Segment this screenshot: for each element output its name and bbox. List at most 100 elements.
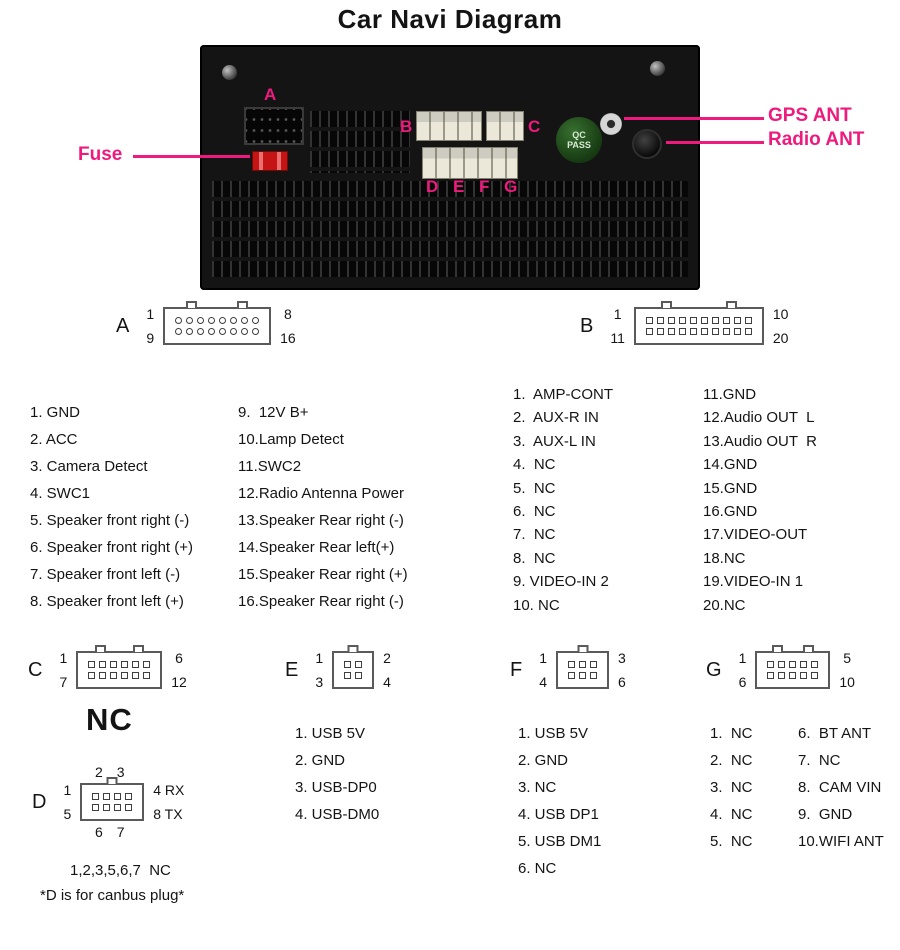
connector-d-diagram <box>80 777 145 821</box>
pin-number: 10 <box>839 674 855 690</box>
pin-hole <box>744 328 752 335</box>
marker-b: B <box>400 117 413 136</box>
connector-tab <box>185 301 197 308</box>
pin-hole <box>590 672 598 679</box>
pin-hole <box>789 672 797 679</box>
pin-hole <box>92 793 100 800</box>
pin-entry: 5. USB DM1 <box>518 833 602 850</box>
pin-hole <box>778 661 786 668</box>
connector-g-section: G 1 6 5 10 <box>706 645 855 690</box>
pin-entry: 5. Speaker front right (-) <box>30 512 190 529</box>
pin-number: 1 <box>146 306 155 322</box>
pin-hole <box>733 317 741 324</box>
pin-entry: 8. Speaker front left (+) <box>30 593 184 610</box>
pin-entry: 6. NC <box>518 860 557 877</box>
pin-entry: 1. NC <box>710 725 753 742</box>
pin-entry: 12.Radio Antenna Power <box>238 485 404 502</box>
connector-tab <box>132 645 144 652</box>
connector-e-section: E 1 3 2 4 <box>285 645 391 690</box>
pin-hole <box>579 672 587 679</box>
pin-entry: 7. Speaker front left (-) <box>30 566 181 583</box>
pin-hole <box>568 672 576 679</box>
pin-entry: 5. NC <box>710 833 753 850</box>
pin-hole <box>186 328 194 335</box>
pin-hole <box>711 328 719 335</box>
connector-a-section: A 1 9 8 16 <box>116 301 296 346</box>
pin-number: 1 <box>738 650 747 666</box>
connector-b-pin-grid <box>645 317 752 335</box>
pin-number: 5 <box>843 650 852 666</box>
pin-number: 12 <box>171 674 187 690</box>
pin-hole <box>656 317 664 324</box>
connector-g-right-pin-numbers: 5 10 <box>839 650 855 690</box>
gps-ant-callout-line <box>624 117 764 120</box>
pin-number: 6 <box>618 674 626 690</box>
connector-g-letter: G <box>706 658 722 681</box>
connector-tab <box>661 301 673 308</box>
connector-d-canbus-note: *D is for canbus plug* <box>40 887 185 904</box>
pin-hole <box>744 317 752 324</box>
pin-entry: 19.VIDEO-IN 1 <box>703 573 804 591</box>
connector-c-right-pin-numbers: 6 12 <box>171 650 187 690</box>
screw-icon <box>222 65 237 80</box>
connector-tab <box>106 777 118 784</box>
qc-sticker-text: QC <box>572 129 586 140</box>
pin-entry: 11.GND <box>703 386 757 403</box>
pin-number: 1 <box>539 650 548 666</box>
radio-ant-callout-line <box>666 141 764 144</box>
radio-antenna-connector <box>632 129 662 159</box>
pin-number: 4 RX <box>153 782 185 798</box>
connector-a-left-pin-numbers: 1 9 <box>146 306 154 346</box>
vent-grille <box>310 111 410 173</box>
connector-d-diagram-group: 2 3 6 7 <box>80 764 145 840</box>
pin-hole <box>230 328 238 335</box>
pin-hole <box>143 672 151 679</box>
pin-entry: 6. NC <box>513 503 556 521</box>
pin-number: 2 <box>383 650 391 666</box>
pin-entry: 3. Camera Detect <box>30 458 148 475</box>
pin-entry: 14.GND <box>703 456 758 474</box>
connector-d-top-pin-numbers: 2 3 <box>95 764 130 780</box>
connector-g-pin-grid <box>767 661 819 679</box>
connector-d-pin-grid <box>92 793 133 811</box>
pin-hole <box>645 328 653 335</box>
connector-b-section: B 1 11 10 20 <box>580 301 788 346</box>
pin-entry: 10.Lamp Detect <box>238 431 344 448</box>
page-title: Car Navi Diagram <box>337 4 563 34</box>
pin-entry: 8. NC <box>513 549 556 567</box>
pin-hole <box>114 793 122 800</box>
pin-hole <box>110 661 118 668</box>
pin-entry: 3. NC <box>518 779 557 796</box>
connector-g-diagram <box>755 645 831 689</box>
radio-ant-callout-label: Radio ANT <box>768 129 865 150</box>
fuse <box>252 151 288 171</box>
connector-c-diagram <box>76 645 163 689</box>
connector-c-pin-grid <box>88 661 151 679</box>
pin-number: 3 <box>315 674 324 690</box>
pin-entry: 16.Speaker Rear right (-) <box>238 593 404 610</box>
connector-tab <box>237 301 249 308</box>
pin-hole <box>700 317 708 324</box>
pin-entry: 11.SWC2 <box>238 458 302 475</box>
connector-a-right-pin-numbers: 8 16 <box>280 306 296 346</box>
pin-hole <box>99 672 107 679</box>
qc-sticker: QC PASS <box>556 117 602 163</box>
connector-d-nc-note: 1,2,3,5,6,7 NC <box>70 862 171 879</box>
connector-tab <box>94 645 106 652</box>
pin-number: 7 <box>59 674 68 690</box>
pin-number: 1 <box>315 650 324 666</box>
connector-d-right-pin-numbers: 4 RX 8 TX <box>153 782 184 822</box>
pin-entry: 2. GND <box>518 752 569 769</box>
connector-b-diagram <box>633 301 764 345</box>
connector-e-right-pin-numbers: 2 4 <box>383 650 391 690</box>
pin-entry: 1. GND <box>30 404 81 421</box>
fuse-callout-label: Fuse <box>78 144 123 165</box>
connector-a-socket <box>244 107 304 145</box>
connector-e-diagram <box>332 645 375 689</box>
pin-number: 16 <box>280 330 296 346</box>
connector-c-socket <box>486 111 524 141</box>
pin-hole <box>125 793 133 800</box>
